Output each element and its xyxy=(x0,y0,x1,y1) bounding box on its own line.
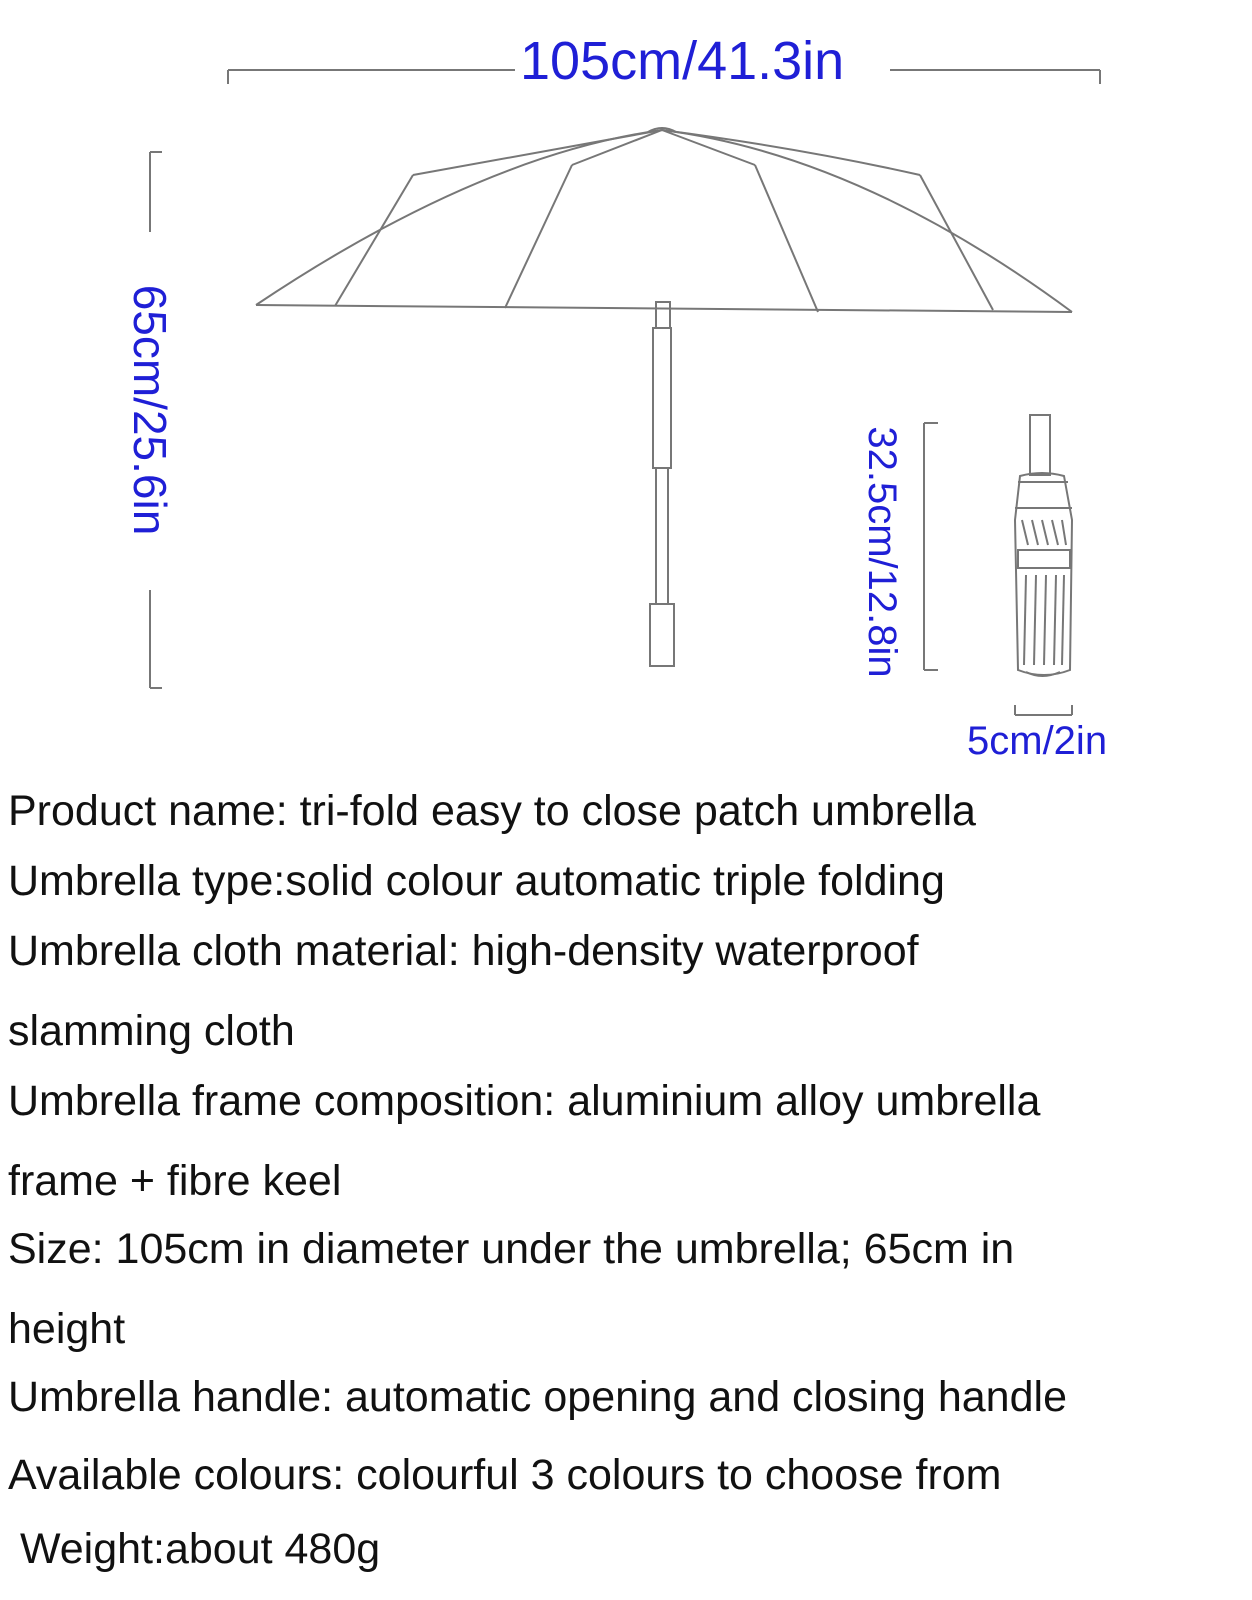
folded-length-dimension-line xyxy=(923,422,938,671)
spec-umbrella-type: Umbrella type:solid colour automatic tri… xyxy=(8,857,945,905)
diagram-line-art xyxy=(149,69,1101,716)
height-dimension-line xyxy=(149,151,162,689)
spec-cloth-material-cont: slamming cloth xyxy=(8,1007,295,1055)
folded-umbrella xyxy=(1013,414,1074,677)
open-umbrella-canopy xyxy=(255,127,1073,313)
spec-weight: Weight:about 480g xyxy=(8,1525,381,1573)
spec-colours: Available colours: colourful 3 colours t… xyxy=(8,1451,1002,1499)
spec-handle: Umbrella handle: automatic opening and c… xyxy=(8,1373,1067,1421)
open-width-label: 105cm/41.3in xyxy=(520,31,845,91)
width-dimension-line xyxy=(227,69,1101,84)
folded-length-label: 32.5cm/12.8in xyxy=(860,426,904,678)
open-umbrella-shaft xyxy=(649,301,675,667)
spec-product-name: Product name: tri-fold easy to close pat… xyxy=(8,787,976,835)
spec-cloth-material: Umbrella cloth material: high-density wa… xyxy=(8,927,919,975)
spec-size-cont: height xyxy=(8,1305,126,1353)
spec-frame-cont: frame + fibre keel xyxy=(8,1157,342,1205)
umbrella-diagram: 105cm/41.3in 65cm/25.6in 32.5cm/12.8in 5… xyxy=(0,0,1252,780)
spec-size: Size: 105cm in diameter under the umbrel… xyxy=(8,1225,1015,1273)
open-height-label: 65cm/25.6in xyxy=(124,284,176,536)
spec-frame: Umbrella frame composition: aluminium al… xyxy=(8,1077,1041,1125)
folded-diameter-label: 5cm/2in xyxy=(967,719,1108,763)
folded-diameter-dimension-line xyxy=(1014,705,1073,716)
